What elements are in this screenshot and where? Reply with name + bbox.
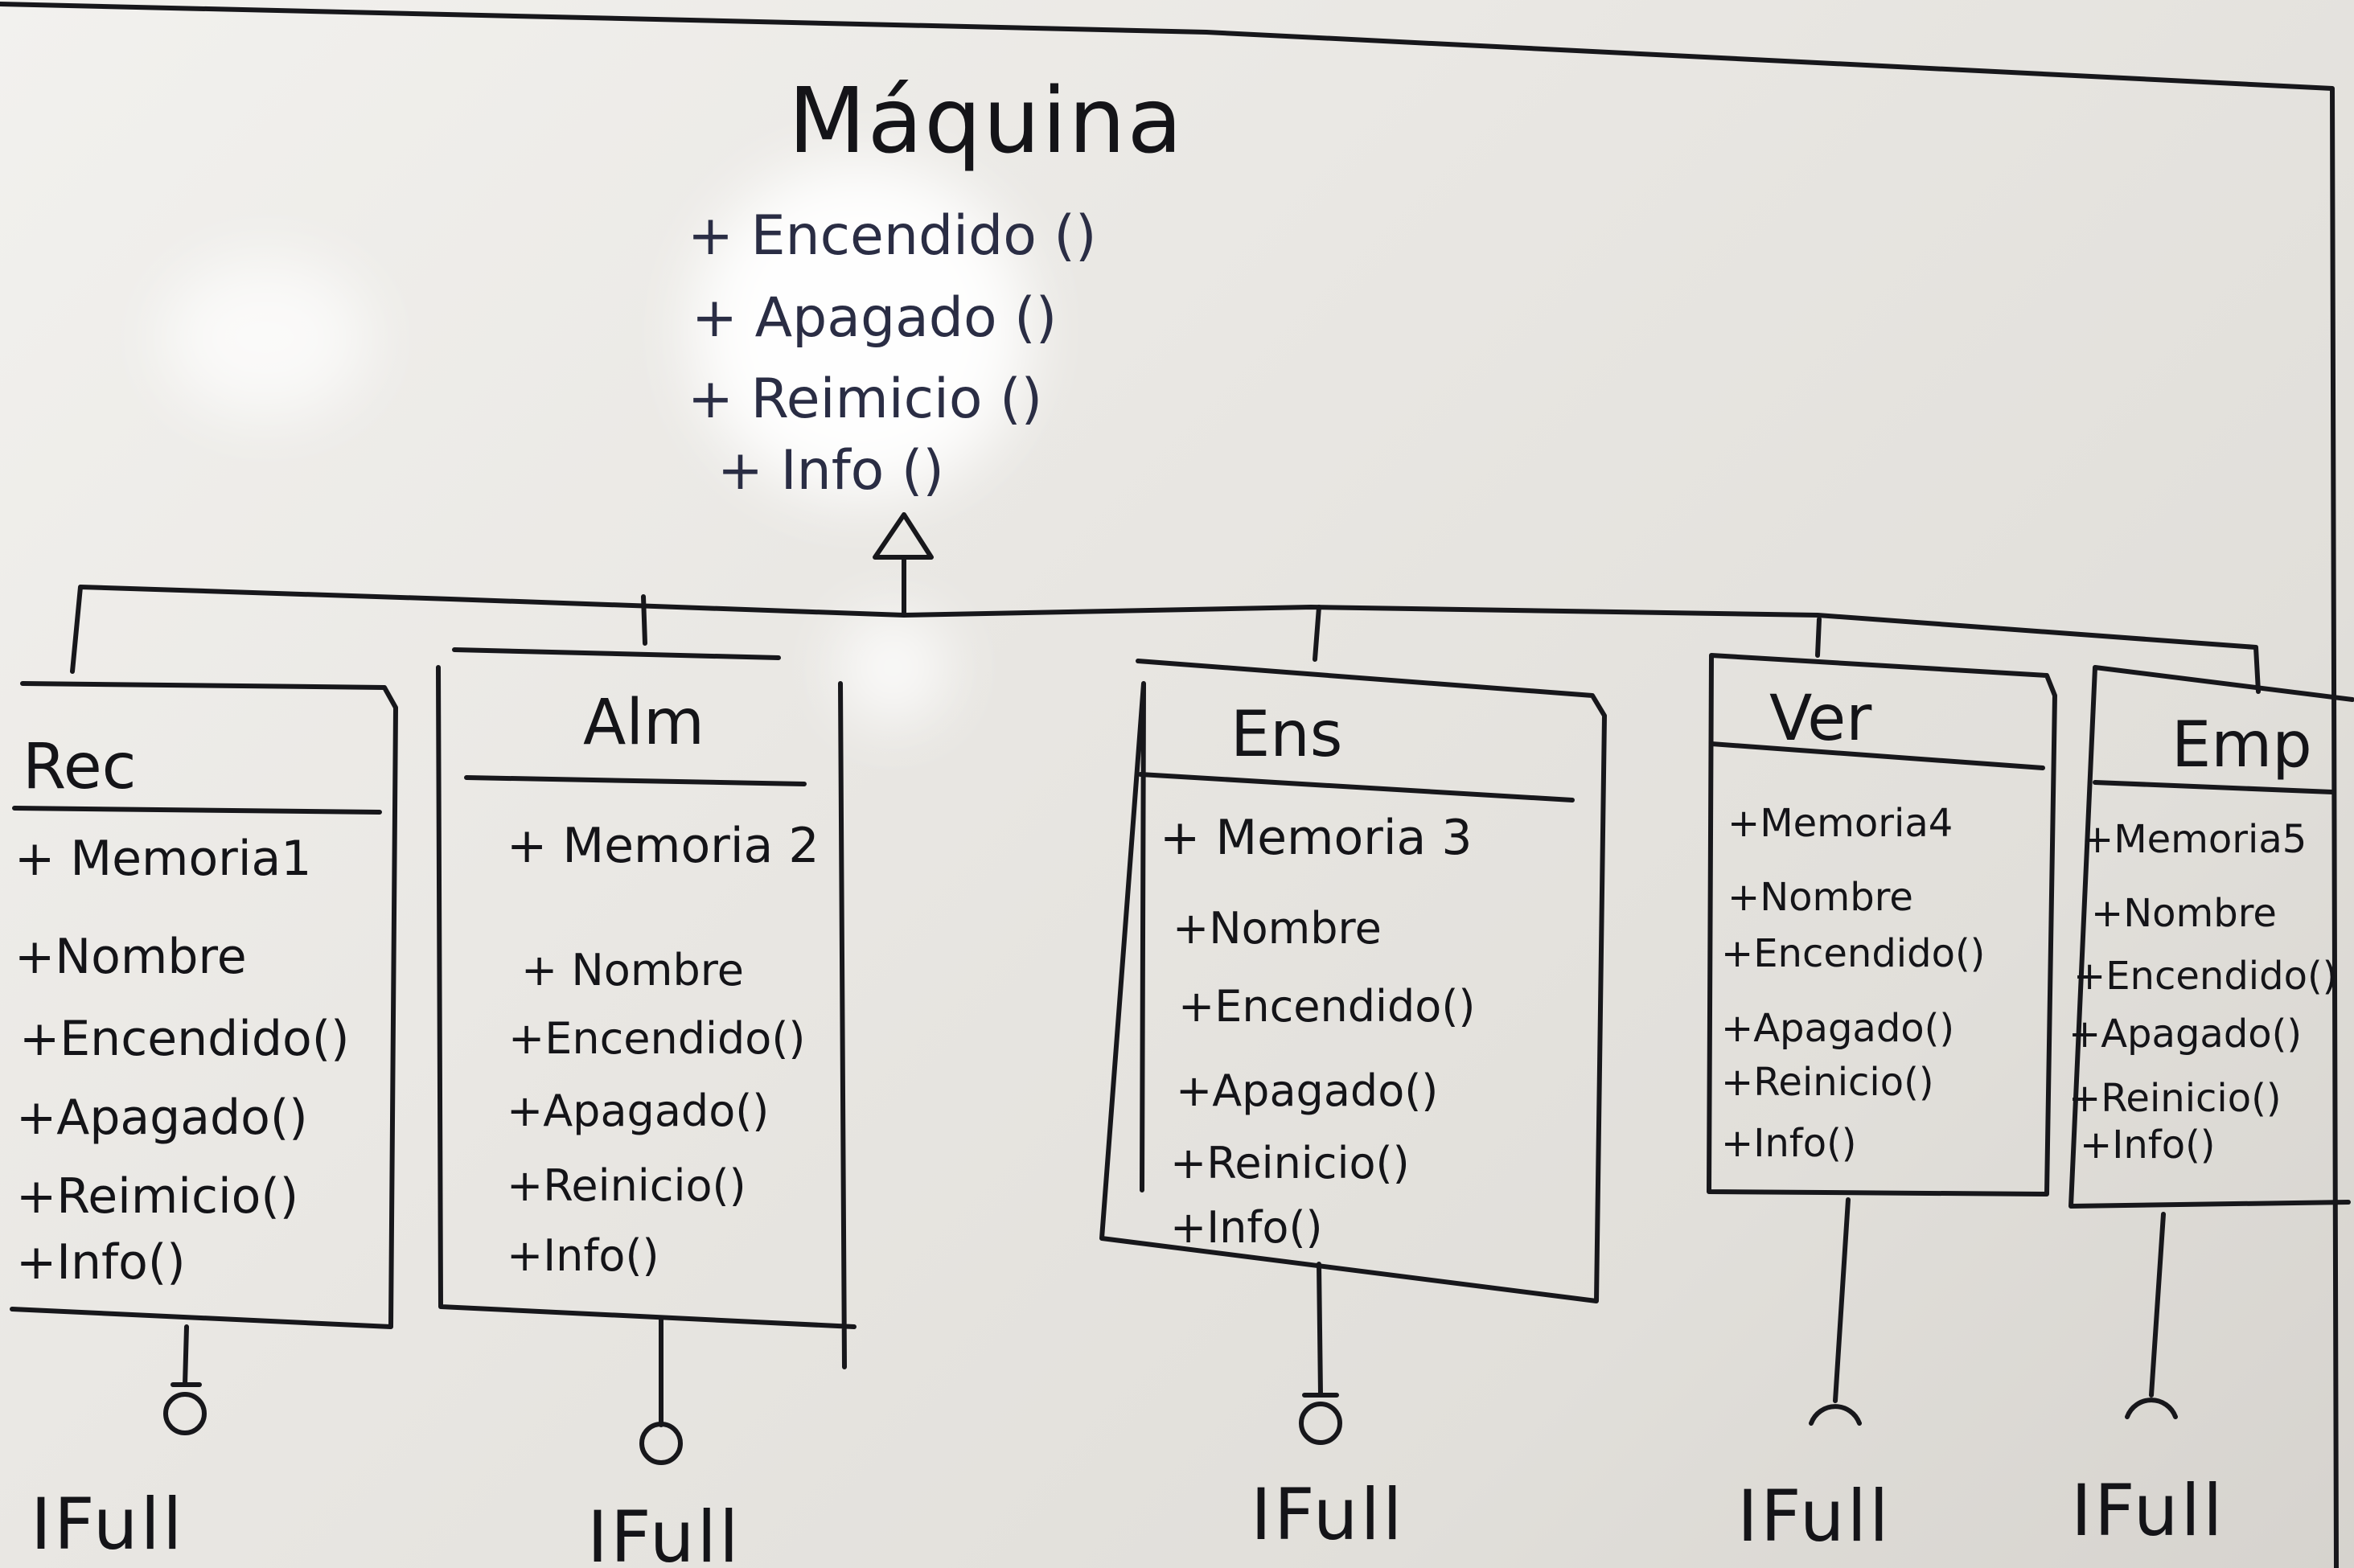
class-member: +Memoria4 — [1727, 801, 1953, 846]
alm-lollipop-circle — [639, 1422, 683, 1465]
alm-divider — [464, 775, 807, 786]
class-name-alm: Alm — [583, 687, 705, 759]
class-member: +Encendido() — [19, 1011, 350, 1067]
connector-ens — [1313, 605, 1321, 662]
superclass-method: + Info () — [717, 439, 944, 503]
rec-lollipop-stem — [170, 1324, 202, 1387]
class-member: +Info() — [1170, 1202, 1323, 1253]
class-member: +Encendido() — [508, 1013, 806, 1064]
class-member: +Nombre — [14, 929, 247, 985]
class-member: +Info() — [507, 1230, 659, 1281]
class-member: +Nombre — [1727, 875, 1913, 920]
superclass-method: + Apagado () — [692, 286, 1058, 350]
class-member: +Reinicio() — [2068, 1076, 2282, 1121]
class-member: +Encendido() — [1178, 981, 1476, 1032]
connector-ver — [1815, 617, 1822, 658]
class-member: +Apagado() — [16, 1090, 308, 1146]
ver-lollipop-stem — [1833, 1197, 1851, 1403]
inheritance-arrow — [873, 512, 934, 560]
class-member: + Memoria 2 — [507, 818, 820, 874]
ens-divider — [1138, 772, 1575, 802]
class-name-ens: Ens — [1230, 699, 1343, 771]
class-member: +Nombre — [2091, 891, 2277, 936]
class-member: +Encendido() — [1721, 931, 1986, 976]
emp-divider — [2093, 780, 2335, 794]
ver-box — [1707, 653, 2057, 1197]
class-member: +Apagado() — [1176, 1065, 1439, 1116]
connector-left — [70, 585, 906, 674]
class-member: +Encendido() — [2073, 954, 2338, 999]
emp-lollipop-stem — [2149, 1212, 2166, 1398]
class-member: + Nombre — [521, 945, 744, 995]
class-member: +Reinicio() — [507, 1160, 746, 1211]
ens-lollipop-circle — [1299, 1402, 1342, 1445]
connector-right — [902, 605, 2261, 694]
class-member: +Info() — [1721, 1121, 1857, 1166]
interface-label: IFull — [1251, 1473, 1405, 1556]
class-member: +Apagado() — [2068, 1012, 2303, 1057]
emp-lollipop-socket — [2125, 1398, 2178, 1419]
ens-lollipop-stem — [1302, 1262, 1339, 1398]
class-member: +Memoria5 — [2081, 817, 2307, 862]
rec-lollipop-circle — [163, 1392, 207, 1435]
class-member: +Nombre — [1173, 903, 1382, 954]
class-name-ver: Ver — [1769, 683, 1872, 755]
class-member: +Reinicio() — [1170, 1138, 1410, 1188]
superclass-method: + Reimicio () — [688, 367, 1043, 431]
class-member: +Apagado() — [1721, 1006, 1955, 1051]
connector-alm — [641, 594, 647, 646]
interface-label: IFull — [587, 1496, 742, 1568]
emp-box — [2068, 665, 2354, 1209]
class-member: + Memoria 3 — [1160, 810, 1473, 866]
class-member: +Apagado() — [507, 1086, 770, 1136]
ens-box — [1099, 659, 1607, 1303]
interface-label: IFull — [2071, 1469, 2225, 1552]
superclass-method: + Encendido () — [688, 204, 1097, 268]
ver-divider — [1709, 741, 2045, 770]
class-member: +Info() — [16, 1234, 186, 1291]
interface-label: IFull — [31, 1483, 185, 1566]
class-member: +Reinicio() — [1721, 1060, 1934, 1105]
class-member: +Reimicio() — [16, 1168, 299, 1225]
rec-divider — [12, 806, 382, 815]
class-name-rec: Rec — [23, 731, 137, 803]
class-name-emp: Emp — [2171, 709, 2312, 782]
superclass-title: Máquina — [788, 69, 1185, 174]
class-member: +Info() — [2080, 1123, 2216, 1168]
interface-label: IFull — [1737, 1475, 1892, 1558]
ver-lollipop-socket — [1809, 1404, 1862, 1426]
rec-box — [10, 681, 398, 1329]
class-member: + Memoria1 — [14, 831, 312, 887]
alm-box — [436, 647, 857, 1369]
